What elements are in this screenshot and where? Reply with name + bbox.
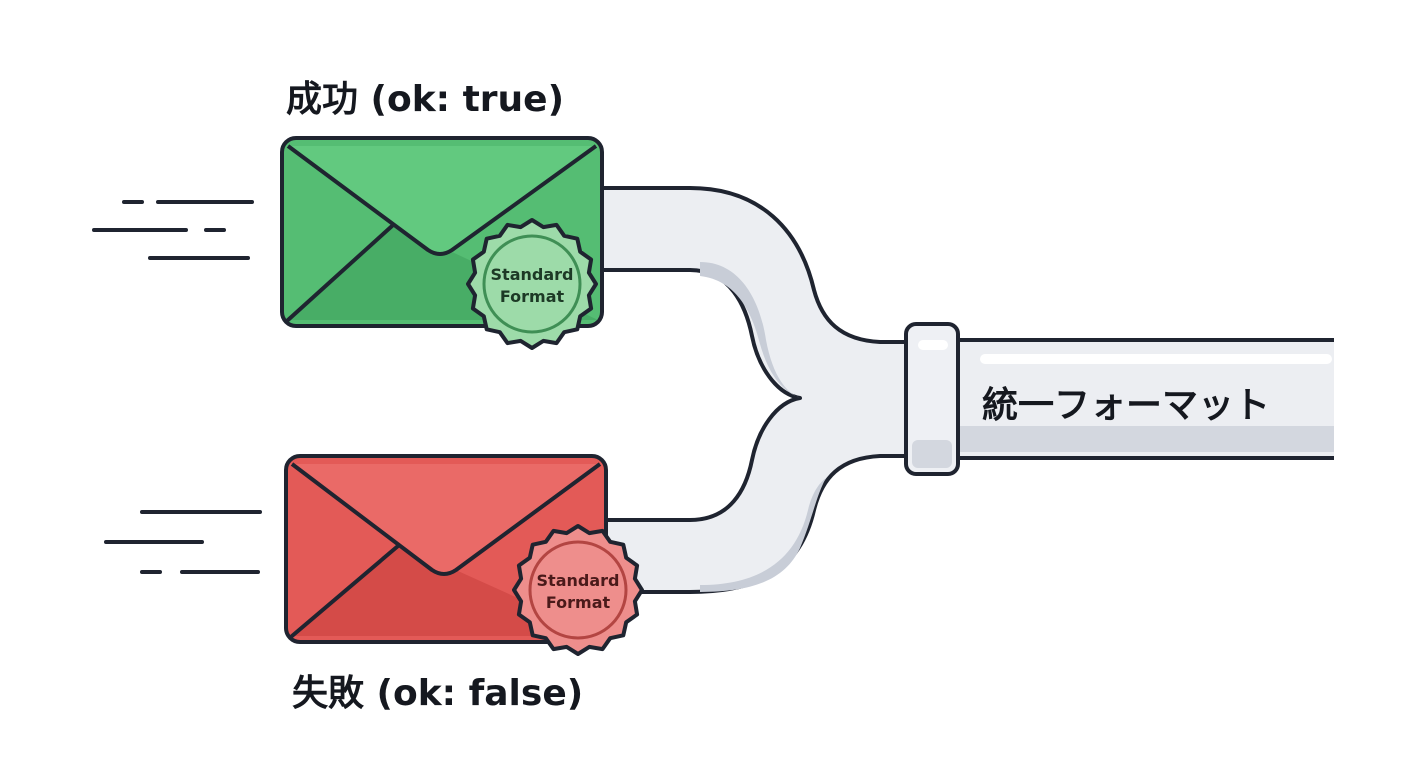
- seal-ring: [482, 234, 582, 334]
- merging-pipe: [596, 186, 1334, 594]
- pipe-junction: [596, 186, 932, 594]
- pipe-junction-shade: [700, 262, 800, 398]
- unified-format-label: 統一フォーマット: [982, 385, 1271, 426]
- seal-text: Standard: [537, 571, 620, 590]
- pipe-highlight: [980, 354, 1332, 364]
- envelope-flap-line: [286, 144, 598, 256]
- seal-edge: [512, 524, 644, 656]
- motion-lines-failure: [104, 510, 262, 574]
- envelope-fold-line: [286, 224, 394, 322]
- pipe-shade: [930, 426, 1334, 452]
- pipe-coupling: [904, 322, 960, 476]
- success-label: 成功 (ok: true): [286, 79, 565, 120]
- envelope-flap-line: [290, 462, 602, 576]
- seal-text: Format: [500, 287, 565, 306]
- seal-text: Standard: [491, 265, 574, 284]
- envelope-fold-line: [290, 544, 400, 638]
- pipe-coupling-highlight: [918, 340, 948, 350]
- seal-ring: [528, 540, 628, 640]
- envelope-top-flap: [286, 146, 598, 256]
- failure-label: 失敗 (ok: false): [292, 673, 584, 714]
- envelope-top-flap: [290, 464, 602, 576]
- seal-edge: [466, 218, 598, 350]
- pipe-junction-shade: [700, 478, 826, 592]
- motion-lines-success: [92, 200, 254, 260]
- seal-text: Format: [546, 593, 611, 612]
- pipe-coupling-shade: [912, 440, 952, 468]
